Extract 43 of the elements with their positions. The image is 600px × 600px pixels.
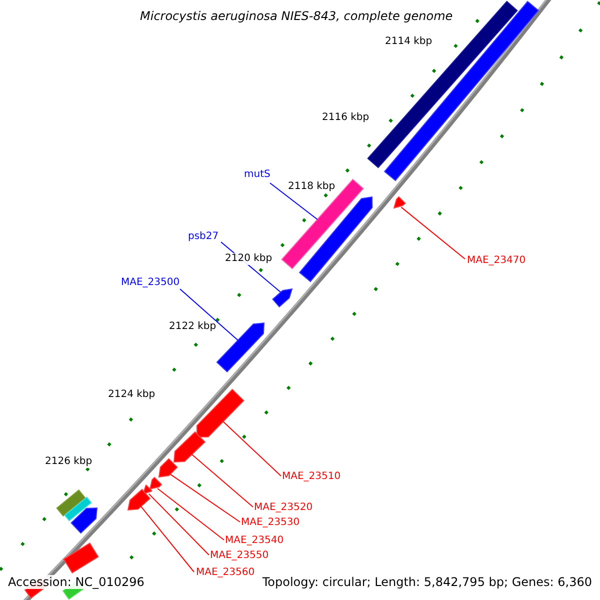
gene-bar bbox=[173, 431, 206, 463]
gene-bar bbox=[196, 388, 244, 438]
gene-label: MAE_23550 bbox=[210, 550, 269, 562]
info-text: Accession: NC_010296 bbox=[8, 575, 144, 589]
gene-label: MAE_23520 bbox=[254, 502, 313, 514]
gene-bar bbox=[158, 458, 178, 478]
leader-line bbox=[157, 488, 224, 540]
leader-line bbox=[270, 182, 318, 220]
gene-bar bbox=[281, 178, 364, 270]
gene-bar bbox=[272, 288, 293, 308]
leader-line bbox=[222, 421, 282, 476]
leader-line bbox=[191, 454, 254, 508]
scale-label: 2114 kbp bbox=[385, 36, 432, 48]
leader-line bbox=[400, 206, 466, 260]
scale-label: 2116 kbp bbox=[322, 112, 370, 124]
gene-bar bbox=[127, 488, 151, 511]
scale-label: 2122 kbp bbox=[169, 321, 216, 333]
info-text: Topology: circular; Length: 5,842,795 bp; Genes: 6,360 bbox=[262, 575, 592, 589]
gene-bar bbox=[149, 476, 162, 490]
leader-line bbox=[170, 474, 240, 522]
gene-bar bbox=[393, 196, 406, 209]
scale-label: 2118 kbp bbox=[288, 181, 336, 193]
gene-label: MAE_23500 bbox=[121, 277, 180, 289]
scale-label: 2124 kbp bbox=[108, 389, 156, 401]
gene-label: MAE_23530 bbox=[241, 517, 300, 529]
gene-label: MAE_23560 bbox=[196, 567, 255, 579]
gene-bar bbox=[56, 489, 86, 517]
gene-bar bbox=[216, 322, 265, 372]
gene-label: mutS bbox=[244, 169, 270, 181]
gene-label: MAE_23470 bbox=[467, 255, 526, 267]
title: Microcystis aeruginosa NIES-843, complete genome bbox=[140, 9, 453, 24]
gene-label: psb27 bbox=[188, 231, 219, 243]
gene-label: MAE_23510 bbox=[282, 471, 341, 483]
leader-line bbox=[148, 493, 210, 556]
gene-bar bbox=[298, 196, 373, 282]
gene-bar bbox=[64, 496, 92, 522]
leader-line bbox=[180, 288, 238, 341]
gene-bar bbox=[70, 507, 98, 534]
gene-bar bbox=[63, 542, 99, 574]
scale-label: 2120 kbp bbox=[225, 253, 272, 265]
gene-label: MAE_23540 bbox=[225, 535, 284, 547]
leader-line bbox=[140, 506, 194, 572]
scale-label: 2126 kbp bbox=[45, 456, 92, 468]
